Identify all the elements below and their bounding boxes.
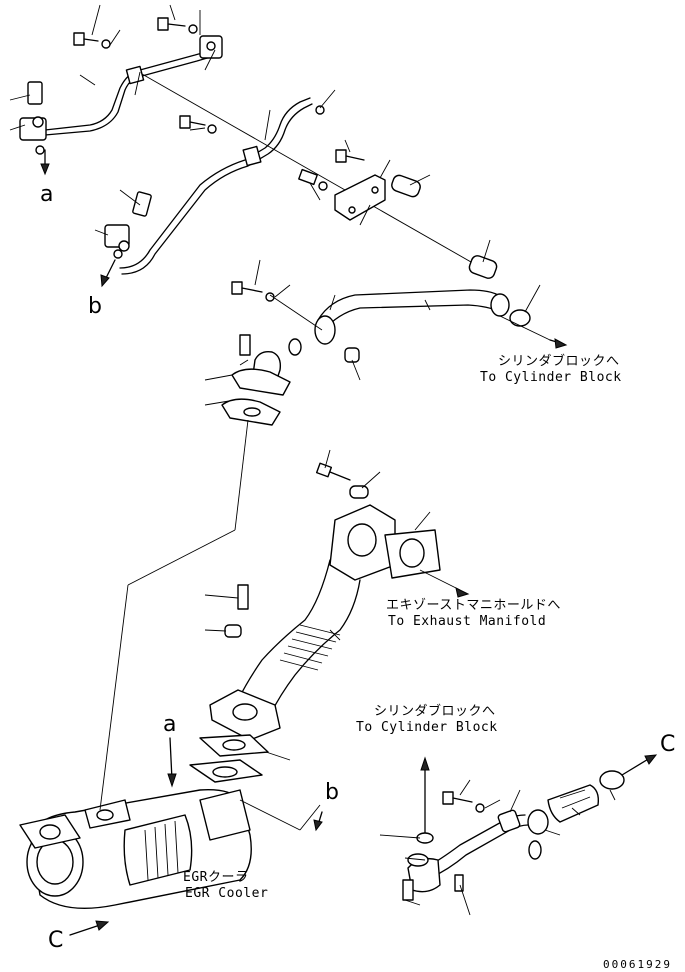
- ref-letter-a-upper: a: [40, 182, 54, 207]
- egr-cooler: [19, 419, 323, 936]
- label-exhaust-manifold-jp: エキゾーストマニホールドへ: [386, 598, 561, 613]
- label-cylinder-block-en-bottom: To Cylinder Block: [356, 720, 498, 735]
- ref-letter-c-right: C: [660, 732, 676, 757]
- label-cylinder-block-jp-bottom: シリンダブロックへ: [374, 704, 496, 719]
- exhaust-pipe: [204, 449, 470, 761]
- label-egr-cooler-jp: EGRクーラ: [183, 870, 249, 885]
- label-egr-cooler-en: EGR Cooler: [185, 886, 269, 901]
- label-cylinder-block-jp-top: シリンダブロックへ: [498, 354, 620, 369]
- lower-pipe-assembly: [379, 754, 658, 916]
- label-cylinder-block-en-top: To Cylinder Block: [480, 370, 622, 385]
- ref-letter-a-lower: a: [163, 712, 177, 737]
- elbow-fitting: [221, 334, 302, 426]
- upper-tube-assembly: [9, 4, 568, 406]
- ref-letter-b-upper: b: [88, 294, 102, 319]
- label-exhaust-manifold-en: To Exhaust Manifold: [388, 614, 547, 629]
- ref-letter-c-left: C: [48, 928, 64, 953]
- document-number: 00061929: [603, 958, 672, 971]
- ref-letter-b-lower: b: [325, 780, 339, 805]
